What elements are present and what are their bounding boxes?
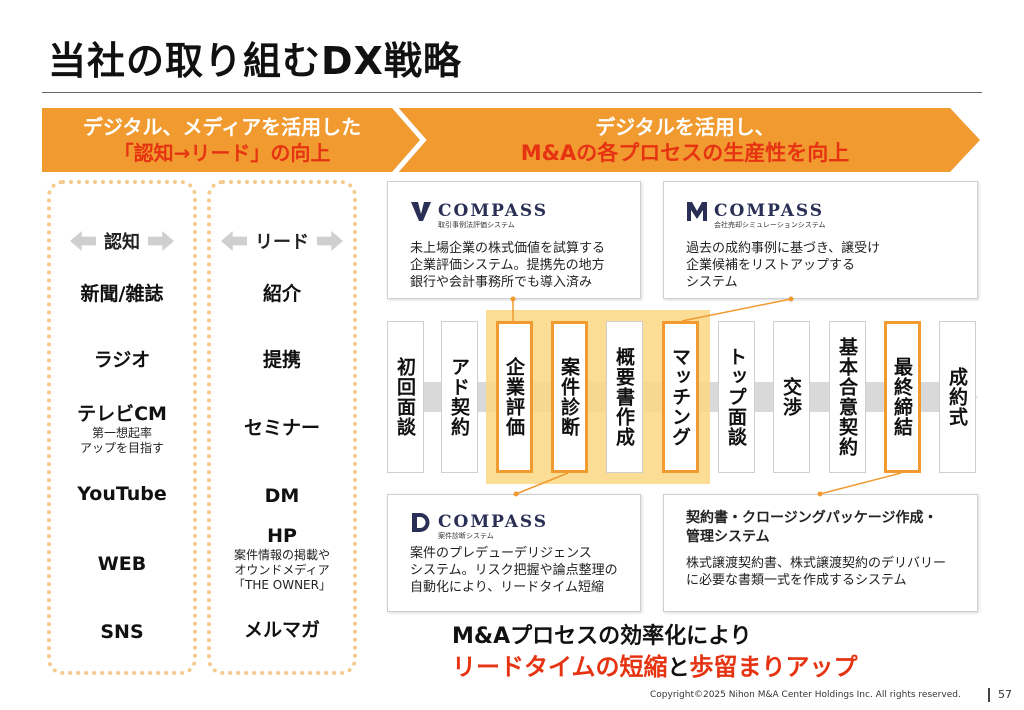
process-step: 交渉: [773, 321, 810, 473]
process-step: 成約式: [939, 321, 976, 473]
d-compass-logo-icon: [412, 513, 430, 532]
arrow-right-icon: [317, 231, 343, 251]
awareness-item-tvcm: テレビCM: [77, 403, 167, 425]
v-compass-name: COMPASS: [438, 201, 549, 221]
process-step-label: 最終締結: [891, 357, 913, 437]
arrow-left-icon: [221, 231, 247, 251]
left-header-text: デジタル、メディアを活用した 「認知→リード」の向上: [42, 114, 402, 166]
bottom-message-connector: と: [667, 656, 690, 681]
process-step-label: 概要書作成: [613, 347, 635, 447]
awareness-label: 認知: [104, 232, 140, 253]
contract-system-title: 契約書・クロージングパッケージ作成・ 管理システム: [686, 510, 938, 545]
d-compass-name: COMPASS: [438, 512, 549, 532]
v-compass-desc: 未上場企業の株式価値を試算する 企業評価システム。提携先の地方 銀行や会計事務所…: [410, 241, 606, 290]
connector-contract: [819, 472, 902, 495]
awareness-tv-note: 第一想起率 アップを目指す: [79, 426, 164, 455]
m-compass-desc: 過去の成約事例に基づき、譲受け 企業候補をリストアップする システム: [686, 241, 881, 290]
right-header-line1: デジタルを活用し、: [595, 115, 775, 139]
m-compass-logo-icon: [687, 202, 707, 221]
awareness-item-sns: SNS: [100, 621, 144, 643]
process-step: 基本合意契約: [829, 321, 866, 473]
lead-column: リード 紹介 提携 セミナー DM HP 案件情報の掲載や オウンドメディア 「…: [207, 180, 357, 675]
process-step: アド契約: [441, 321, 478, 473]
slide-title: 当社の取り組むDX戦略: [48, 39, 462, 83]
m-compass-name: COMPASS: [714, 201, 825, 221]
footer-divider: [988, 688, 990, 702]
process-step-label: 基本合意契約: [836, 337, 858, 457]
process-step-label: 成約式: [946, 367, 968, 427]
lead-item-referral: 紹介: [262, 283, 301, 305]
bottom-message: M&Aプロセスの効率化により リードタイムの短縮と歩留まりアップ: [452, 622, 858, 684]
awareness-item-radio: ラジオ: [93, 349, 151, 371]
lead-header: リード: [211, 228, 353, 254]
awareness-item-web: WEB: [97, 553, 147, 575]
awareness-item-youtube: YouTube: [77, 483, 167, 505]
process-step: 最終締結: [884, 321, 921, 473]
d-compass-desc: 案件のプレデューデリジェンス システム。リスク把握や論点整理の 自動化により、リ…: [410, 546, 618, 595]
process-step: トップ面談: [718, 321, 755, 473]
left-header-line1: デジタル、メディアを活用した: [82, 115, 362, 139]
lead-item-hp: HP: [267, 525, 297, 547]
v-compass-logo-icon: [411, 202, 431, 221]
m-compass-logo: COMPASS 会社売却シミュレーションシステム: [686, 200, 826, 229]
v-compass-logo: COMPASS 取引事例法評価システム: [410, 200, 549, 229]
m-compass-subtitle: 会社売却シミュレーションシステム: [714, 221, 826, 229]
process-step: 企業評価: [496, 321, 533, 473]
process-step-label: 案件診断: [558, 357, 580, 437]
page-number: 57: [998, 688, 1012, 701]
contract-system-desc: 株式譲渡契約書、株式譲渡契約のデリバリー に必要な書類一式を作成するシステム: [686, 556, 947, 588]
title-divider: [42, 92, 982, 93]
d-compass-box: COMPASS 案件診断システム 案件のプレデューデリジェンス システム。リスク…: [387, 494, 641, 612]
arrow-right-icon: [148, 231, 174, 251]
process-step: 案件診断: [551, 321, 588, 473]
process-step-label: 企業評価: [503, 357, 525, 437]
awareness-column: 認知 新聞/雑誌 ラジオ テレビCM 第一想起率 アップを目指す YouTube…: [47, 180, 197, 675]
process-step-label: アド契約: [448, 357, 470, 437]
contract-system-box: 契約書・クロージングパッケージ作成・ 管理システム 株式譲渡契約書、株式譲渡契約…: [663, 494, 978, 612]
v-compass-box: COMPASS 取引事例法評価システム 未上場企業の株式価値を試算する 企業評価…: [387, 181, 641, 299]
bottom-message-yield: 歩留まりアップ: [689, 653, 858, 681]
v-compass-subtitle: 取引事例法評価システム: [438, 221, 515, 229]
awareness-header: 認知: [51, 228, 193, 254]
d-compass-subtitle: 案件診断システム: [438, 532, 494, 540]
lead-item-mailmagazine: メルマガ: [243, 619, 320, 641]
bottom-message-leadtime: リードタイムの短縮: [452, 653, 668, 681]
left-header-line2: 「認知→リード」の向上: [113, 141, 331, 165]
right-header-text: デジタルを活用し、 M&Aの各プロセスの生産性を向上: [430, 114, 940, 166]
d-compass-logo: COMPASS 案件診断システム: [410, 511, 549, 540]
m-compass-box: COMPASS 会社売却シミュレーションシステム 過去の成約事例に基づき、譲受け…: [663, 181, 978, 299]
arrow-left-icon: [70, 231, 96, 251]
process-step: 初回面談: [387, 321, 424, 473]
process-step-label: トップ面談: [725, 347, 747, 447]
lead-item-seminar: セミナー: [243, 417, 320, 439]
process-step-label: 交渉: [780, 377, 802, 417]
copyright: Copyright©2025 Nihon M&A Center Holdings…: [650, 690, 961, 700]
process-step-label: 初回面談: [394, 357, 416, 437]
lead-item-partnership: 提携: [262, 349, 301, 371]
process-step: マッチング: [662, 321, 699, 473]
process-step: 概要書作成: [606, 321, 643, 473]
awareness-item-newspaper: 新聞/雑誌: [80, 283, 164, 305]
lead-label: リード: [255, 232, 309, 253]
lead-hp-note: 案件情報の掲載や オウンドメディア 「THE OWNER」: [233, 548, 331, 592]
right-header-line2: M&Aの各プロセスの生産性を向上: [520, 141, 850, 165]
lead-item-dm: DM: [264, 485, 300, 507]
process-step-label: マッチング: [669, 347, 691, 447]
bottom-message-line1: M&Aプロセスの効率化により: [452, 624, 752, 649]
